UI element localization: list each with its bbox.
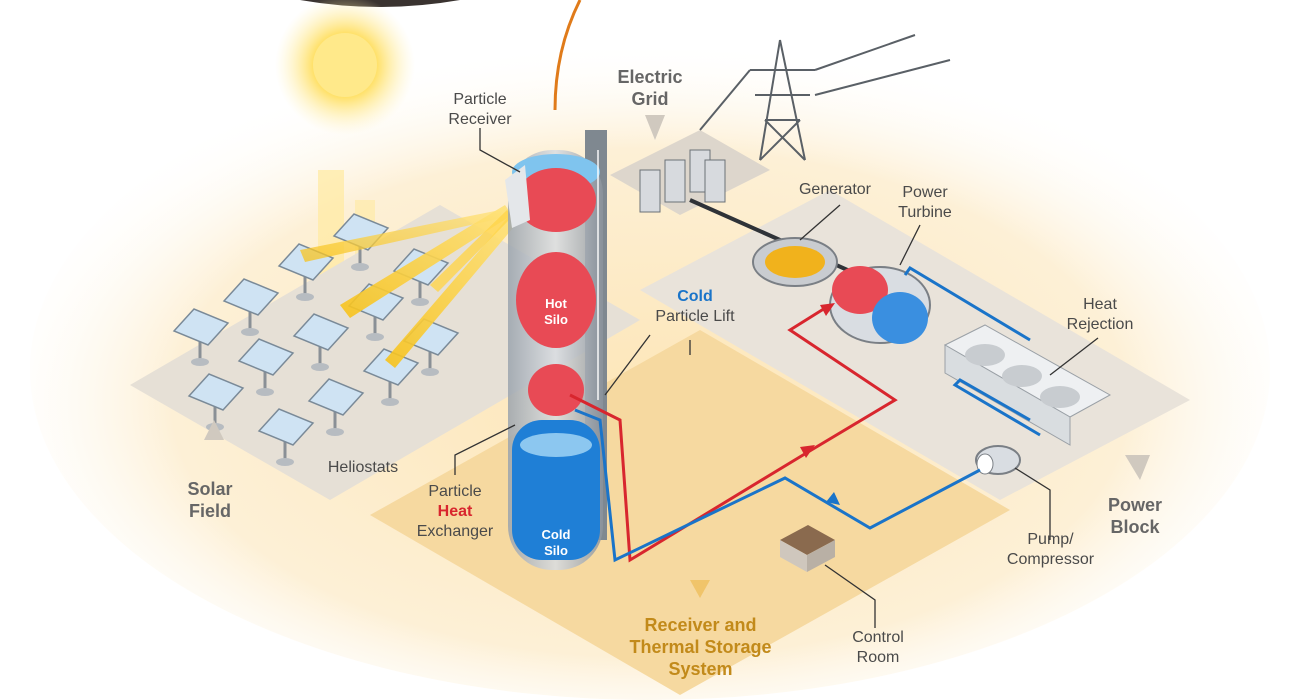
solar-field-label: Solar Field	[187, 479, 233, 521]
transformer-icon	[639, 149, 726, 213]
cold-silo-label: Cold Silo	[541, 527, 571, 558]
pump-compressor-label: Pump/ Compressor	[1006, 531, 1095, 568]
heliostat-icon	[172, 308, 230, 366]
hot-silo-label: Hot Silo	[544, 296, 568, 327]
sunlight-beams	[300, 205, 518, 368]
heliostat-icon	[222, 278, 280, 336]
control-room-icon	[780, 525, 835, 572]
pump-icon	[975, 445, 1021, 475]
turbine-icon	[829, 266, 931, 344]
heliostat-icon	[257, 408, 315, 466]
particle-receiver-label: Particle Receiver	[448, 91, 512, 128]
flow-lines	[569, 266, 1041, 563]
heat-rejection-label: Heat Rejection	[1066, 296, 1134, 333]
heliostat-icon	[292, 313, 350, 371]
storage-ground	[370, 330, 1010, 695]
tower-icon	[505, 130, 607, 570]
heliostat-icon	[307, 378, 365, 436]
generator-label: Generator	[798, 181, 872, 198]
control-room-label: Control Room	[852, 629, 904, 666]
sun-icon	[275, 0, 415, 135]
electric-grid-label: Electric Grid	[617, 67, 683, 109]
power-block-label: Power Block	[1107, 495, 1163, 537]
power-turbine-label: Power Turbine	[898, 184, 952, 221]
transmission-tower-icon	[699, 34, 951, 161]
cold-particle-lift-label: Cold Particle Lift	[655, 288, 735, 325]
heliostat-icon	[362, 348, 420, 406]
particle-heat-exchanger-label: Particle Heat Exchanger	[416, 483, 494, 540]
receiver-storage-label: Receiver and Thermal Storage System	[629, 615, 772, 679]
heat-rejection-icon	[943, 324, 1112, 446]
heliostat-icon	[237, 338, 295, 396]
heliostats-label: Heliostats	[327, 459, 399, 476]
generator-icon	[752, 237, 838, 287]
